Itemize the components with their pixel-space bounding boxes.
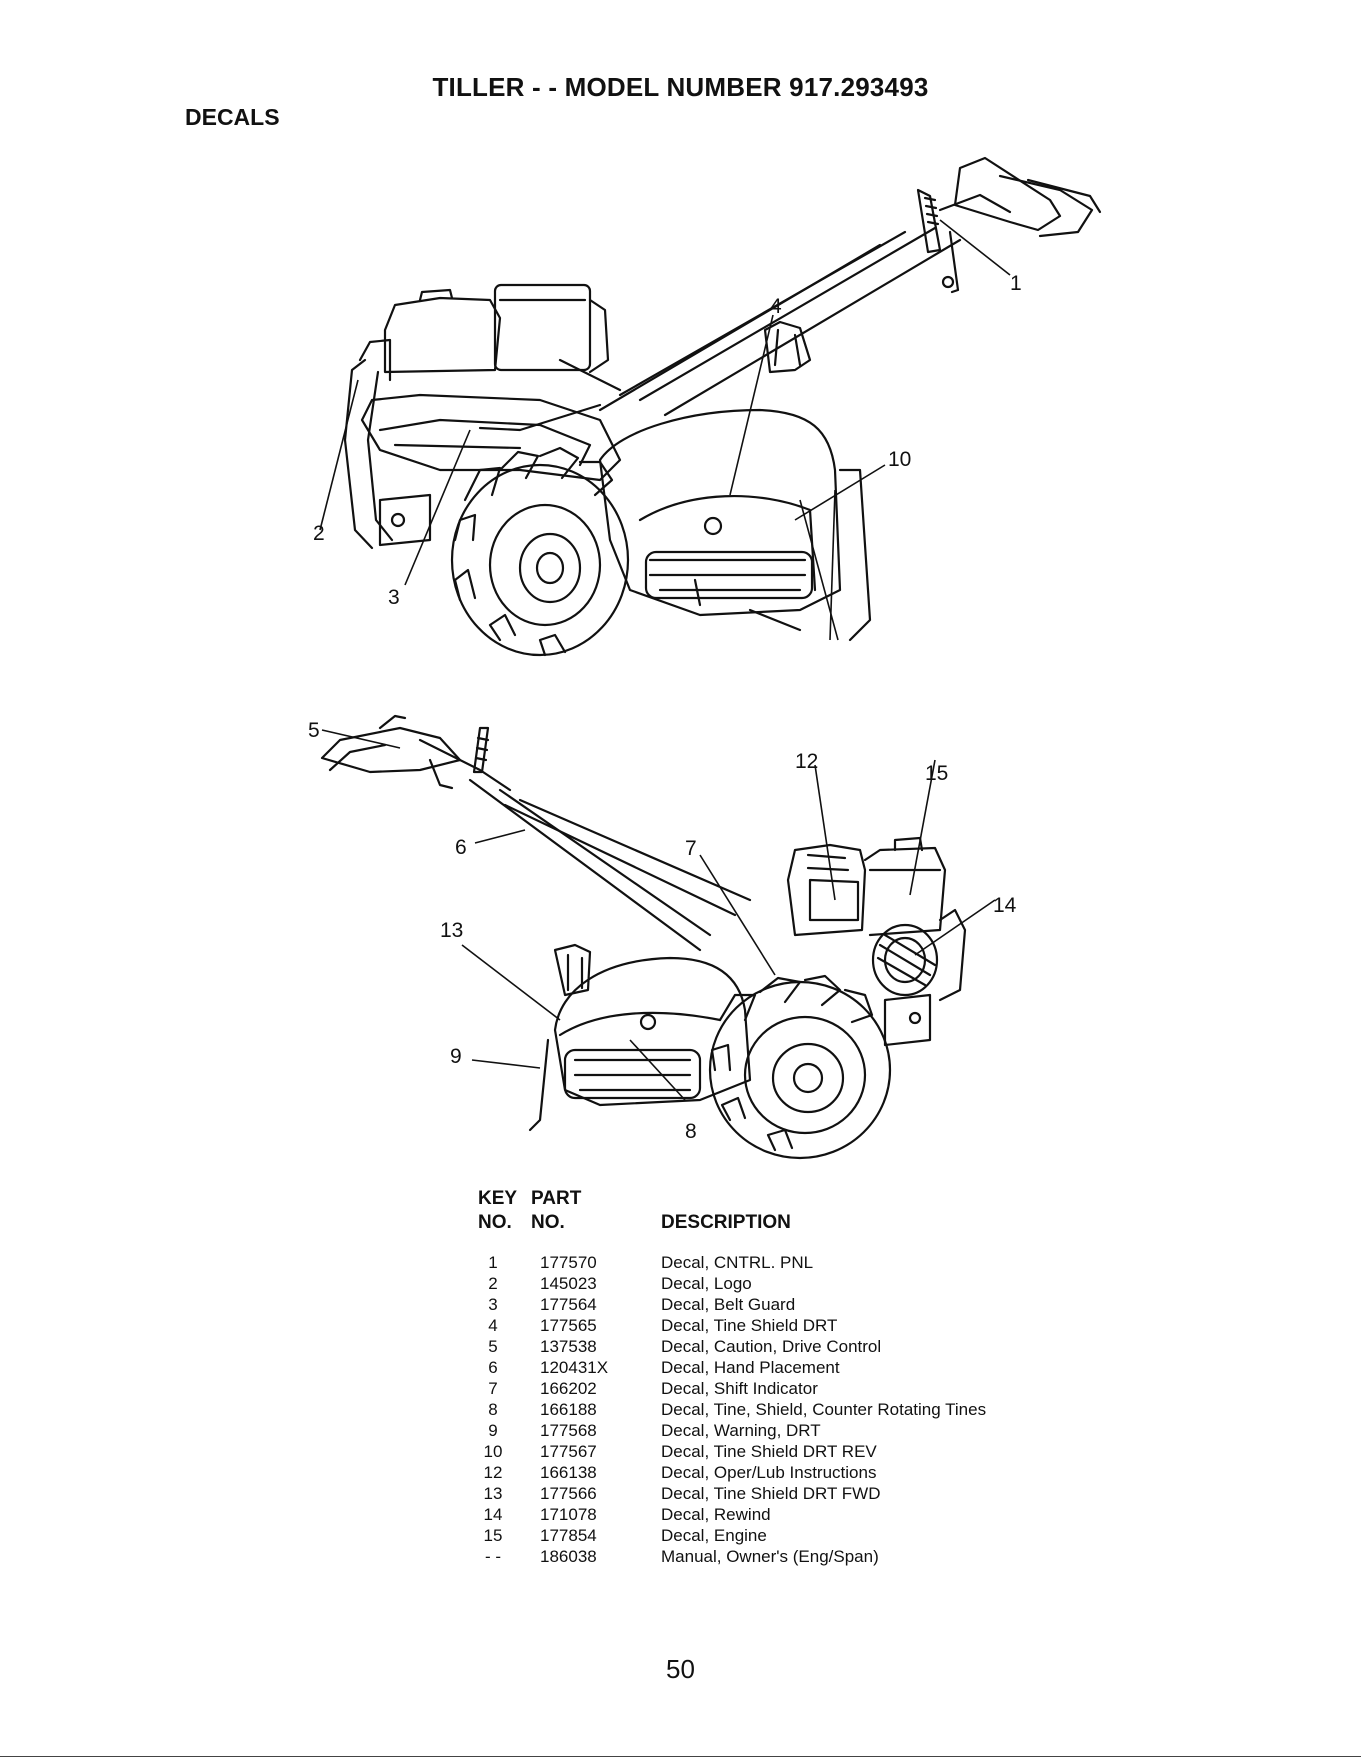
description: Decal, Oper/Lub Instructions [661, 1463, 877, 1482]
description: Decal, Warning, DRT [661, 1421, 821, 1440]
key-no: 1 [488, 1253, 498, 1272]
part-no: 177567 [540, 1442, 597, 1461]
description: Decal, Tine Shield DRT FWD [661, 1484, 881, 1503]
bottom-rule [0, 1756, 1361, 1757]
description: Decal, CNTRL. PNL [661, 1253, 814, 1272]
description: Decal, Logo [661, 1274, 752, 1293]
key-no: 13 [483, 1484, 503, 1503]
description: Decal, Belt Guard [661, 1295, 796, 1314]
part-no: 120431X [540, 1358, 609, 1377]
description: Decal, Tine, Shield, Counter Rotating Ti… [661, 1400, 987, 1419]
part-no: 177565 [540, 1316, 597, 1335]
key-no: 8 [488, 1400, 498, 1419]
header-description: DESCRIPTION [661, 1212, 791, 1233]
header-part-line2: NO. [531, 1212, 565, 1233]
part-no: 166188 [540, 1400, 597, 1419]
callout-7: 7 [685, 837, 697, 860]
callout-4: 4 [770, 295, 782, 318]
key-no: - - [484, 1547, 502, 1566]
part-no: 166202 [540, 1379, 597, 1398]
description: Decal, Hand Placement [661, 1358, 840, 1377]
callout-12: 12 [795, 750, 818, 773]
description: Decal, Caution, Drive Control [661, 1337, 882, 1356]
part-no: 166138 [540, 1463, 597, 1482]
part-no: 186038 [540, 1547, 597, 1566]
part-no: 177568 [540, 1421, 597, 1440]
callout-3: 3 [388, 586, 400, 609]
tiller-illustration-top: 1 2 3 4 10 [313, 156, 1102, 657]
key-no: 7 [488, 1379, 498, 1398]
description: Manual, Owner's (Eng/Span) [661, 1547, 879, 1566]
callout-13: 13 [440, 919, 463, 942]
description: Decal, Shift Indicator [661, 1379, 818, 1398]
callout-15: 15 [925, 762, 948, 785]
key-no: 15 [483, 1526, 503, 1545]
key-no: 12 [483, 1463, 503, 1482]
description: Decal, Rewind [661, 1505, 771, 1524]
part-no: 145023 [540, 1274, 597, 1293]
key-no: 2 [488, 1274, 498, 1293]
key-no: 6 [488, 1358, 498, 1377]
description: Decal, Engine [661, 1526, 767, 1545]
header-part-line1: PART [531, 1188, 582, 1209]
part-no: 177854 [540, 1526, 597, 1545]
part-no: 177564 [540, 1295, 597, 1314]
page-number: 50 [666, 1654, 695, 1684]
callout-14: 14 [993, 894, 1017, 917]
key-no: 4 [488, 1316, 498, 1335]
description: Decal, Tine Shield DRT REV [661, 1442, 877, 1461]
part-no: 171078 [540, 1505, 597, 1524]
callout-5: 5 [308, 719, 320, 742]
key-no: 3 [488, 1295, 498, 1314]
callout-1: 1 [1010, 272, 1022, 295]
description: Decal, Tine Shield DRT [661, 1316, 838, 1335]
key-no: 5 [488, 1337, 498, 1356]
page-title: TILLER - - MODEL NUMBER 917.293493 [432, 72, 929, 102]
callout-2: 2 [313, 522, 325, 545]
callout-10: 10 [888, 448, 911, 471]
header-key-line2: NO. [478, 1212, 512, 1233]
tiller-illustration-bottom: 5 6 7 8 9 12 13 14 15 [308, 714, 1017, 1160]
callout-8: 8 [685, 1120, 697, 1143]
part-no: 137538 [540, 1337, 597, 1356]
key-no: 14 [483, 1505, 503, 1524]
callout-6: 6 [455, 836, 467, 859]
part-no: 177570 [540, 1253, 597, 1272]
part-no: 177566 [540, 1484, 597, 1503]
key-no: 9 [488, 1421, 498, 1440]
callout-9: 9 [450, 1045, 462, 1068]
key-no: 10 [483, 1442, 503, 1461]
section-heading: DECALS [185, 104, 280, 130]
header-key-line1: KEY [478, 1188, 518, 1209]
